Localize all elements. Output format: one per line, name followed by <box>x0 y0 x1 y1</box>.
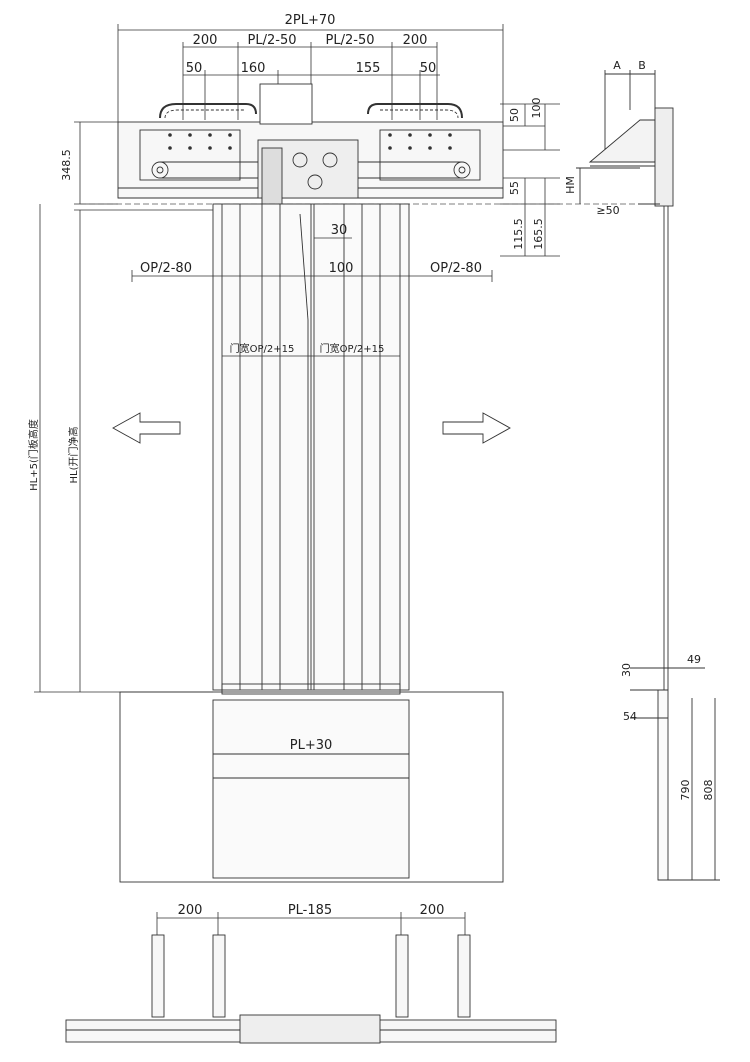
bottom-200-left: 200 <box>178 903 203 918</box>
dim-r50: 50 <box>508 108 521 122</box>
side-view <box>576 70 720 881</box>
dim-155: 155 <box>356 61 381 76</box>
hl-dims <box>34 204 213 693</box>
dim-50-right: 50 <box>420 61 437 76</box>
dim-hl: HL(开门净高 <box>67 427 80 484</box>
bottom-plan-dims <box>156 912 466 935</box>
dim-348-5: 348.5 <box>60 149 73 181</box>
dim-100: 100 <box>329 261 354 276</box>
arrow-left-icon <box>112 412 181 444</box>
sill-and-toe-guard <box>119 691 504 883</box>
right-dimension-chain <box>500 103 560 257</box>
dim-r100: 100 <box>530 98 543 119</box>
bottom-plan-brackets <box>65 934 557 1044</box>
dim-top-200-right: 200 <box>403 33 428 48</box>
door-width-right: 门宽OP/2+15 <box>320 342 385 355</box>
dim-2pl70: 2PL+70 <box>285 13 336 28</box>
door-operator-header <box>117 83 504 217</box>
dim-op-left: OP/2-80 <box>140 261 192 276</box>
door-inner-dims <box>131 237 493 357</box>
dim-op-right: OP/2-80 <box>430 261 482 276</box>
side-ge50: ≥50 <box>596 204 619 217</box>
side-49: 49 <box>687 653 701 666</box>
dim-hl5: HL+5(门板高度 <box>27 419 40 491</box>
dim-r165-5: 165.5 <box>532 218 545 250</box>
side-808: 808 <box>702 780 715 801</box>
dim-30: 30 <box>331 223 348 238</box>
side-30: 30 <box>620 663 633 677</box>
side-b: B <box>638 59 646 72</box>
side-790: 790 <box>679 780 692 801</box>
door-panels <box>212 203 410 695</box>
arrow-right-icon <box>442 412 511 444</box>
dim-r55: 55 <box>508 181 521 195</box>
side-54: 54 <box>623 710 637 723</box>
dim-160: 160 <box>241 61 266 76</box>
dim-pl2-50-left: PL/2-50 <box>248 33 297 48</box>
left-348-dim <box>74 121 118 205</box>
dim-50-left: 50 <box>186 61 203 76</box>
bottom-pl185: PL-185 <box>288 903 332 918</box>
side-a: A <box>613 59 621 72</box>
side-hm: HM <box>564 176 577 194</box>
dim-top-200-left: 200 <box>193 33 218 48</box>
door-width-left: 门宽OP/2+15 <box>230 342 295 355</box>
dim-pl2-50-right: PL/2-50 <box>326 33 375 48</box>
bottom-200-right: 200 <box>420 903 445 918</box>
dim-pl30: PL+30 <box>290 738 333 753</box>
dim-r115-5: 115.5 <box>512 218 525 250</box>
